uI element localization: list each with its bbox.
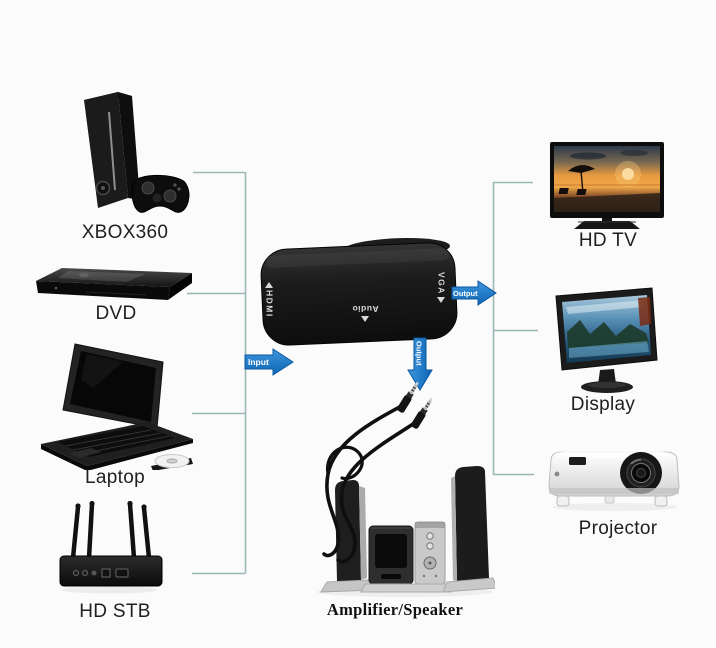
hdmi-to-vga-converter [260,238,458,346]
dvd-player-image [36,268,192,300]
laptop-image [41,343,193,470]
audio-jack-plug [411,397,432,429]
output-vga-arrow-text: Output [453,289,478,298]
output-label-projector: Projector [578,518,658,539]
vga-arrow-icon [437,296,446,303]
input-arrow-text: Input [248,357,269,367]
source-label-xbox360: XBOX360 [81,222,169,243]
output-audio-arrow-text: Output [415,341,424,366]
tv-stand [574,221,640,229]
audio-port-label: Audio [352,304,379,322]
display-monitor-image [555,287,658,393]
beach-umbrella [568,164,595,173]
right-speaker [455,466,489,582]
vga-port-label: VGA [436,272,447,303]
hdmi-port-text: HDMI [264,290,275,318]
hd-stb-image [59,500,163,594]
output-label-amplifier-speaker: Amplifier/Speaker [326,600,464,619]
audio-port-text: Audio [352,304,379,314]
antennas [70,501,152,561]
source-label-dvd: DVD [95,303,137,324]
audio-cable-image [322,381,432,564]
output-audio-arrow: Output [407,337,433,391]
projector-image [548,449,680,511]
source-label-hdstb: HD STB [79,601,151,622]
output-label-hdtv: HD TV [578,230,638,251]
source-label-laptop: Laptop [85,467,145,488]
hdmi-arrow-icon [265,282,274,288]
xbox360-image [84,92,190,213]
audio-arrow-icon [361,316,370,322]
game-controller [131,174,190,213]
hd-tv-image [550,142,664,229]
input-arrow: Input [244,348,294,376]
output-vga-arrow: Output [451,280,497,306]
projector-vent [569,457,586,465]
laptop-screen [70,351,156,422]
output-label-display: Display [570,394,636,415]
dvd-logo [79,272,89,278]
monitor-neck [598,369,616,385]
hdmi-port-label: HDMI [264,282,275,318]
disc-slot [108,111,116,191]
vga-port-text: VGA [436,272,447,295]
audio-jack-plug [397,381,419,413]
amplifier-speaker-image [317,466,495,597]
